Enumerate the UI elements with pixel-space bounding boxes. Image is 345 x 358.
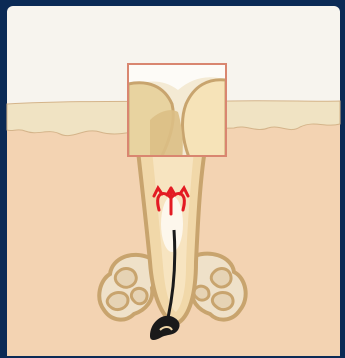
zoom-inset-box <box>128 64 226 160</box>
red-triple-up-arrow-icon <box>154 188 188 214</box>
